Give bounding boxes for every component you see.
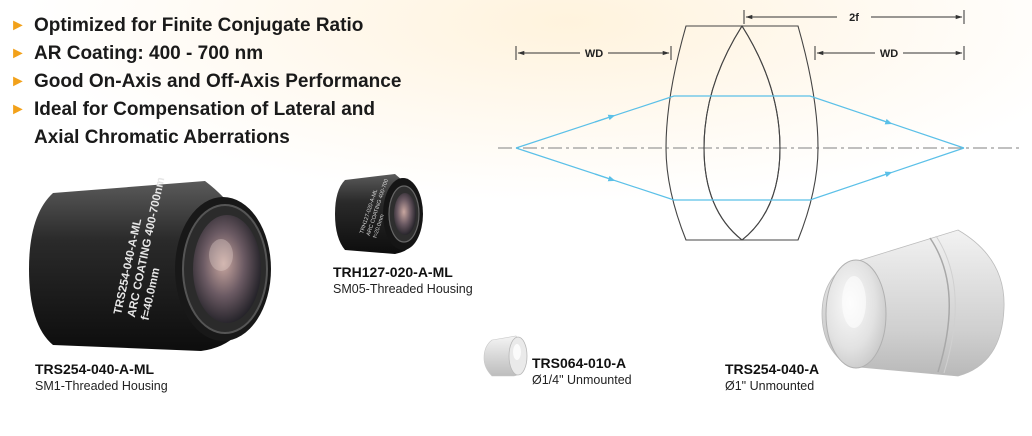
part-number: TRH127-020-A-ML bbox=[333, 264, 453, 280]
bullet-arrow-icon: ► bbox=[10, 101, 26, 118]
trh127-020-a-ml-image: TRH127-020-A-ML ARC COATING 400-700 f=20… bbox=[335, 174, 423, 254]
optical-diagram: 2f WD WD bbox=[498, 10, 1022, 241]
product-label-trs254-040-a-ml: TRS254-040-A-ML SM1-Threaded Housing bbox=[35, 361, 168, 394]
part-description: Ø1/4" Unmounted bbox=[532, 373, 632, 387]
part-description: Ø1" Unmounted bbox=[725, 379, 815, 393]
dimension-2f bbox=[743, 10, 965, 24]
dimension-wd-right bbox=[814, 46, 965, 60]
product-label-trh127-020-a-ml: TRH127-020-A-ML SM05-Threaded Housing bbox=[333, 264, 473, 297]
product-label-trs254-040-a: TRS254-040-A Ø1" Unmounted bbox=[725, 361, 819, 394]
feature-item: ►Good On-Axis and Off-Axis Performance bbox=[10, 68, 401, 96]
trs254-040-a-image bbox=[821, 229, 1005, 377]
dimension-wd-right-label: WD bbox=[880, 48, 898, 60]
product-label-trs064-010-a: TRS064-010-A Ø1/4" Unmounted bbox=[532, 355, 632, 388]
trs254-040-a-ml-image: TRS254-040-A-ML ARC COATING 400-700nm f=… bbox=[29, 176, 271, 351]
dimension-wd-left-label: WD bbox=[585, 48, 603, 60]
dimension-2f-label: 2f bbox=[849, 12, 859, 24]
bullet-arrow-icon: ► bbox=[10, 17, 26, 34]
feature-item: ►Optimized for Finite Conjugate Ratio bbox=[10, 12, 401, 40]
dimension-wd-left bbox=[515, 46, 672, 60]
part-description: SM1-Threaded Housing bbox=[35, 379, 168, 393]
feature-item: ►AR Coating: 400 - 700 nm bbox=[10, 40, 401, 68]
bullet-arrow-icon: ► bbox=[10, 73, 26, 90]
part-description: SM05-Threaded Housing bbox=[333, 282, 473, 296]
bullet-arrow-icon: ► bbox=[10, 45, 26, 62]
part-number: TRS064-010-A bbox=[532, 355, 627, 371]
part-number: TRS254-040-A bbox=[725, 361, 820, 377]
feature-list: ►Optimized for Finite Conjugate Ratio ►A… bbox=[10, 12, 401, 152]
part-number: TRS254-040-A-ML bbox=[35, 361, 155, 377]
lens-outline bbox=[665, 24, 819, 241]
light-rays bbox=[515, 95, 965, 201]
trs064-010-a-image bbox=[483, 335, 528, 377]
